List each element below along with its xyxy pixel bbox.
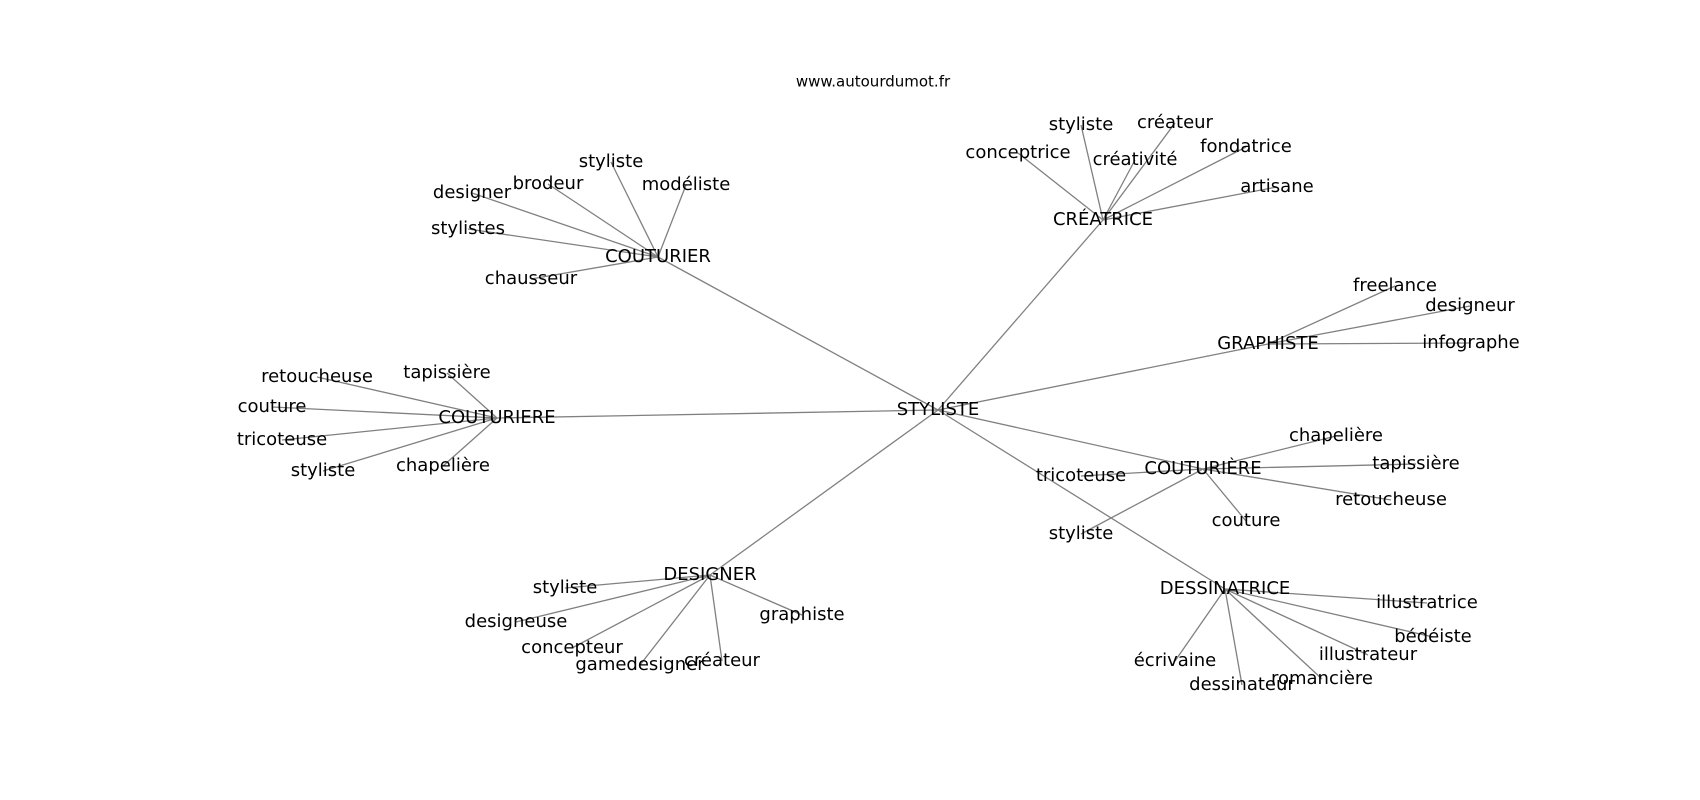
hub-leaf-edge bbox=[442, 417, 498, 467]
leaf-node-label: stylistes bbox=[431, 218, 505, 239]
hub-leaf-edge bbox=[271, 406, 498, 419]
leaf-node-label: couture bbox=[1212, 510, 1281, 531]
hub-leaf-edge bbox=[1267, 342, 1472, 345]
leaf-node-label: retoucheuse bbox=[1335, 489, 1447, 510]
leaf-node-label: tricoteuse bbox=[237, 429, 327, 450]
center-hub-edge bbox=[937, 409, 1226, 590]
leaf-node-label: conceptrice bbox=[965, 142, 1070, 163]
leaf-node-label: designeuse bbox=[465, 611, 568, 632]
hub-leaf-edge bbox=[564, 574, 711, 589]
leaf-node-label: tapissière bbox=[403, 362, 490, 383]
hub-leaf-edge bbox=[515, 574, 711, 623]
leaf-node-label: brodeur bbox=[513, 173, 584, 194]
center-hub-edge bbox=[937, 343, 1269, 411]
leaf-node-label: retoucheuse bbox=[261, 366, 373, 387]
hub-leaf-edge bbox=[1202, 468, 1392, 501]
leaf-node-label: concepteur bbox=[521, 637, 623, 658]
hub-node-label: COUTURIER bbox=[605, 246, 711, 267]
leaf-node-label: illustrateur bbox=[1319, 644, 1418, 665]
hub-leaf-edge bbox=[1224, 588, 1243, 686]
hub-leaf-edge bbox=[530, 256, 659, 280]
graph-edges bbox=[271, 122, 1472, 686]
hub-node-label: GRAPHISTE bbox=[1217, 333, 1319, 354]
hub-leaf-edge bbox=[610, 161, 659, 258]
hub-leaf-edge bbox=[1202, 435, 1337, 470]
leaf-node-label: styliste bbox=[579, 151, 644, 172]
center-hub-edge bbox=[496, 409, 939, 419]
hub-leaf-edge bbox=[1102, 146, 1247, 221]
hub-leaf-edge bbox=[322, 417, 498, 472]
center-hub-edge bbox=[657, 256, 939, 411]
leaf-node-label: chapelière bbox=[1289, 425, 1383, 446]
hub-leaf-edge bbox=[1267, 285, 1396, 345]
hub-leaf-edge bbox=[281, 417, 498, 441]
hub-leaf-edge bbox=[1080, 468, 1204, 535]
leaf-node-label: gamedesigner bbox=[575, 654, 705, 675]
hub-node-label: COUTURIÈRE bbox=[1144, 457, 1261, 479]
leaf-node-label: bédéiste bbox=[1394, 626, 1472, 647]
leaf-node-label: styliste bbox=[1049, 523, 1114, 544]
center-hub-edge bbox=[709, 409, 939, 576]
hub-leaf-edge bbox=[1102, 122, 1176, 221]
graph-labels: www.autourdumot.fr STYLISTE COUTURIER sty… bbox=[237, 73, 1520, 696]
leaf-node-label: styliste bbox=[1049, 114, 1114, 135]
hub-node-label: DESSINATRICE bbox=[1160, 578, 1291, 599]
hub-leaf-edge bbox=[571, 574, 711, 649]
hub-leaf-edge bbox=[709, 574, 723, 662]
leaf-node-label: styliste bbox=[291, 460, 356, 481]
leaf-node-label: couture bbox=[238, 396, 307, 417]
hub-leaf-edge bbox=[657, 184, 687, 258]
hub-leaf-edge bbox=[1102, 159, 1136, 221]
hub-leaf-edge bbox=[316, 376, 498, 419]
hub-leaf-edge bbox=[1080, 124, 1104, 221]
leaf-node-label: tapissière bbox=[1372, 453, 1459, 474]
hub-leaf-edge bbox=[1017, 152, 1104, 221]
hub-leaf-edge bbox=[639, 574, 711, 666]
leaf-node-label: écrivaine bbox=[1134, 650, 1217, 671]
site-watermark: www.autourdumot.fr bbox=[796, 73, 951, 91]
hub-leaf-edge bbox=[547, 183, 659, 258]
hub-leaf-edge bbox=[446, 372, 498, 419]
center-hub-edge bbox=[937, 409, 1204, 470]
center-node-label: STYLISTE bbox=[897, 399, 980, 420]
leaf-node-label: tricoteuse bbox=[1036, 465, 1126, 486]
hub-leaf-edge bbox=[1202, 463, 1417, 470]
leaf-node-label: designeur bbox=[1425, 295, 1515, 316]
hub-leaf-edge bbox=[1080, 468, 1204, 477]
hub-leaf-edge bbox=[1224, 588, 1434, 638]
leaf-node-label: romancière bbox=[1271, 668, 1373, 689]
hub-node-label: COUTURIERE bbox=[438, 407, 555, 428]
hub-leaf-edge bbox=[1224, 588, 1369, 656]
hub-node-label: DESIGNER bbox=[663, 564, 756, 585]
leaf-node-label: styliste bbox=[533, 577, 598, 598]
leaf-node-label: graphiste bbox=[759, 604, 844, 625]
leaf-node-label: dessinateur bbox=[1189, 674, 1295, 695]
hub-leaf-edge bbox=[471, 192, 659, 258]
leaf-node-label: créativité bbox=[1093, 149, 1178, 170]
leaf-node-label: chapelière bbox=[396, 455, 490, 476]
leaf-node-label: artisane bbox=[1240, 176, 1313, 197]
center-hub-edge bbox=[937, 219, 1104, 411]
leaf-node-label: designer bbox=[433, 182, 512, 203]
hub-leaf-edge bbox=[1174, 588, 1226, 662]
hub-leaf-edge bbox=[467, 228, 659, 258]
leaf-node-label: freelance bbox=[1353, 275, 1437, 296]
leaf-node-label: fondatrice bbox=[1200, 136, 1292, 157]
leaf-node-label: infographe bbox=[1422, 332, 1520, 353]
leaf-node-label: modéliste bbox=[642, 174, 731, 195]
hub-leaf-edge bbox=[1202, 468, 1247, 522]
hub-leaf-edge bbox=[1102, 186, 1278, 221]
leaf-node-label: créateur bbox=[684, 650, 761, 671]
hub-leaf-edge bbox=[1224, 588, 1428, 604]
hub-leaf-edge bbox=[709, 574, 803, 616]
leaf-node-label: illustratrice bbox=[1376, 592, 1478, 613]
hub-leaf-edge bbox=[1224, 588, 1323, 680]
leaf-node-label: créateur bbox=[1137, 112, 1214, 133]
leaf-node-label: chausseur bbox=[485, 268, 578, 289]
hub-node-label: CRÉATRICE bbox=[1053, 208, 1153, 230]
hub-leaf-edge bbox=[1267, 305, 1471, 345]
